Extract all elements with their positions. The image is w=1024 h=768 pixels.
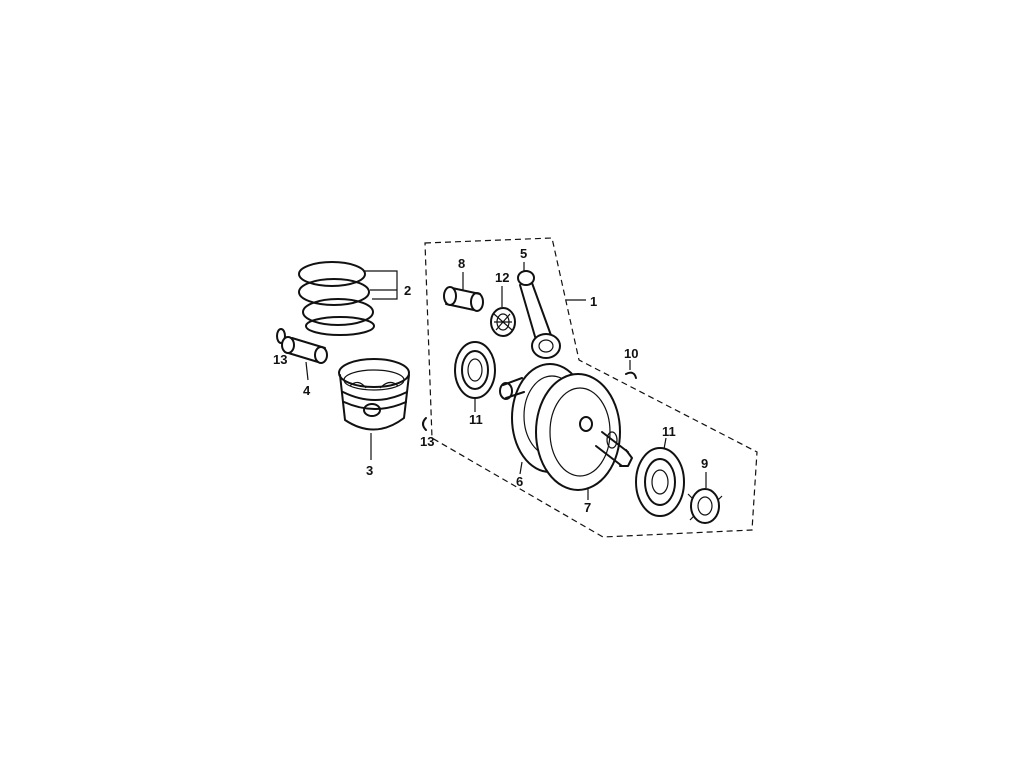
piston-pin: [281, 336, 328, 381]
callout-bearing-right: 11: [662, 424, 676, 439]
callout-clip-right: 13: [420, 434, 434, 449]
needle-bearing: [490, 286, 516, 337]
callout-clip-left: 13: [273, 352, 287, 367]
callout-piston: 3: [366, 463, 373, 478]
callout-key: 10: [624, 346, 638, 361]
woodruff-key: [625, 360, 637, 379]
piston: [338, 358, 410, 460]
gear-nut: [687, 472, 723, 524]
assembly-boundary: [424, 237, 758, 538]
crank-pin: [443, 272, 484, 312]
bearing-right: [635, 437, 685, 517]
callout-needle-bearing: 12: [495, 270, 509, 285]
callout-bearing-left: 11: [469, 412, 483, 427]
bearing-left: [454, 341, 496, 412]
clip-right: [422, 417, 427, 431]
callout-gear-nut: 9: [701, 456, 708, 471]
clip-left: [276, 328, 286, 344]
callout-assembly: 1: [590, 294, 597, 309]
callout-piston-pin: 4: [303, 383, 311, 398]
crankshaft: [499, 363, 633, 500]
callout-connecting-rod: 5: [520, 246, 527, 261]
callout-crank-left: 6: [516, 474, 523, 489]
callout-piston-rings: 2: [404, 283, 411, 298]
callout-crank-right: 7: [584, 500, 591, 515]
connecting-rod: [517, 262, 561, 359]
callout-crank-pin: 8: [458, 256, 465, 271]
piston-rings: [298, 261, 398, 336]
